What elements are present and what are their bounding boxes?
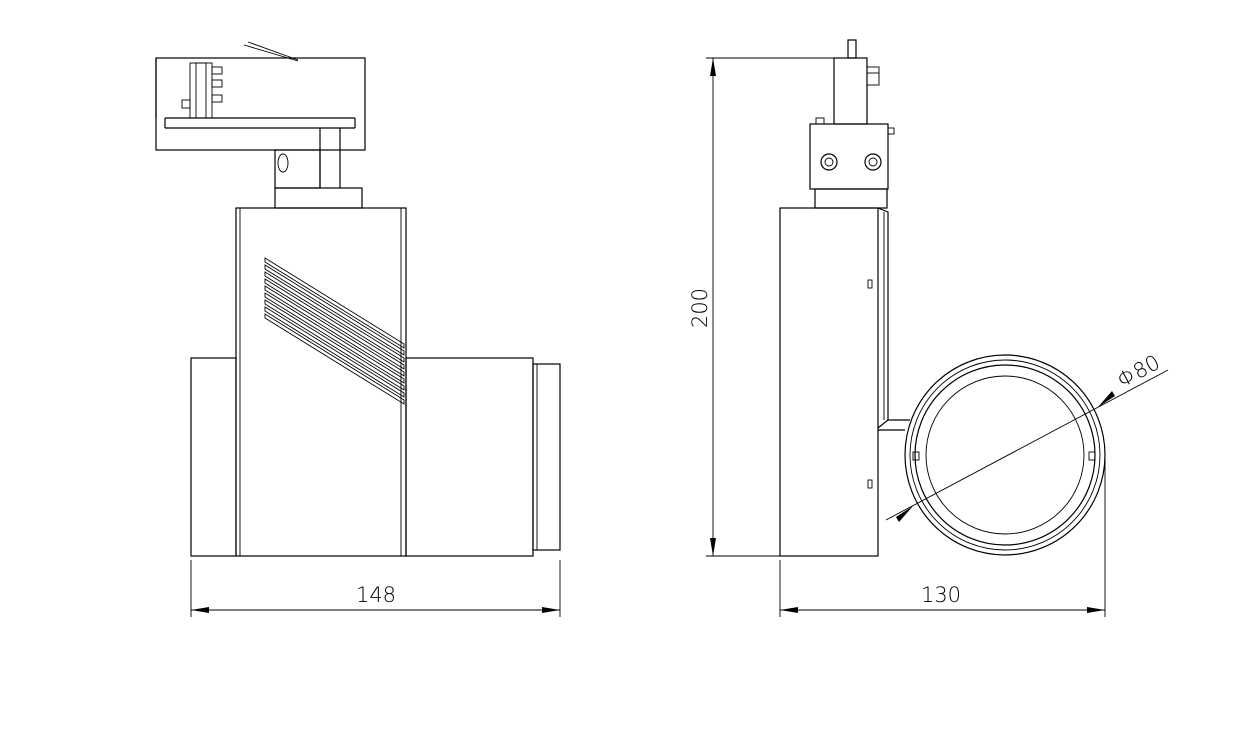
front-track-adapter — [155, 41, 366, 151]
vent-slot — [264, 257, 405, 349]
vent-slot — [264, 264, 405, 356]
side-view: Φ80 200 130 — [688, 39, 1169, 617]
front-stem — [274, 128, 363, 209]
vent-slot — [264, 271, 405, 363]
dimension-height: 200 — [688, 57, 834, 557]
side-track-adapter — [809, 39, 895, 209]
vent-slot — [264, 278, 405, 370]
side-body — [779, 207, 910, 557]
dimension-lens-diameter: Φ80 — [885, 350, 1169, 522]
front-vent-slots — [264, 257, 405, 405]
front-view: 148 — [155, 41, 561, 617]
side-lamp-head — [904, 354, 1106, 556]
vent-slot — [264, 306, 405, 398]
vent-slot — [264, 313, 405, 405]
vent-slot — [264, 285, 405, 377]
dimension-front-width: 148 — [190, 560, 561, 617]
dimension-side-width: 130 — [779, 455, 1106, 617]
dimension-label-200: 200 — [688, 288, 712, 328]
dimension-label-148: 148 — [356, 583, 396, 607]
vent-slot — [264, 299, 405, 391]
dimension-label-130: 130 — [921, 583, 961, 607]
front-lamp-cylinder — [190, 357, 561, 557]
vent-slot — [264, 292, 405, 384]
